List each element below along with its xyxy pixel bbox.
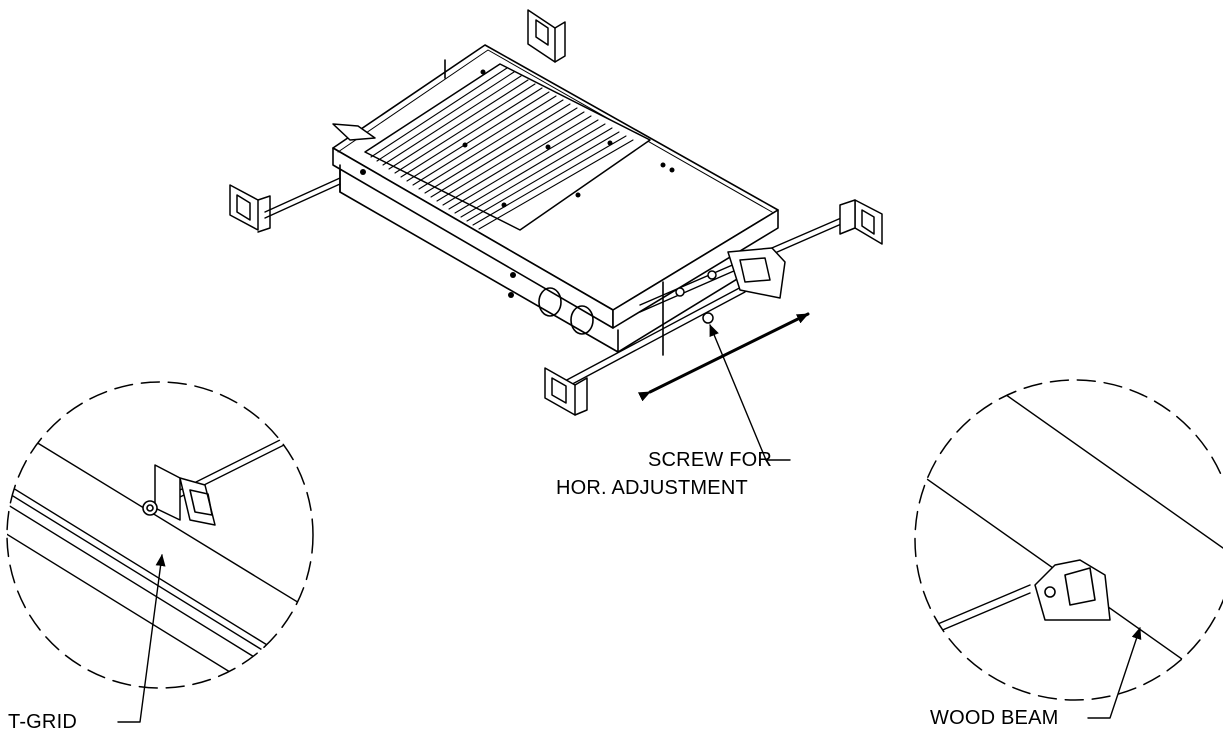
wood-beam-leader-line	[1087, 627, 1142, 719]
callout-wood-beam: WOOD BEAM	[930, 707, 1059, 729]
t-grid-leader-line	[117, 554, 166, 723]
heat-sink-fins	[364, 63, 651, 231]
cover-screws	[360, 69, 675, 298]
knockout-holes	[538, 287, 594, 335]
hanger-brackets	[229, 9, 883, 416]
t-grid-detail	[6, 381, 314, 689]
callout-t-grid: T-GRID	[8, 711, 77, 733]
adjustment-direction-arrow	[637, 312, 810, 402]
callout-screw-line1: SCREW FOR	[648, 449, 773, 471]
screw-leader-line	[709, 324, 791, 461]
callout-screw-line2: HOR. ADJUSTMENT	[556, 477, 748, 499]
wood-beam-detail	[914, 379, 1223, 701]
